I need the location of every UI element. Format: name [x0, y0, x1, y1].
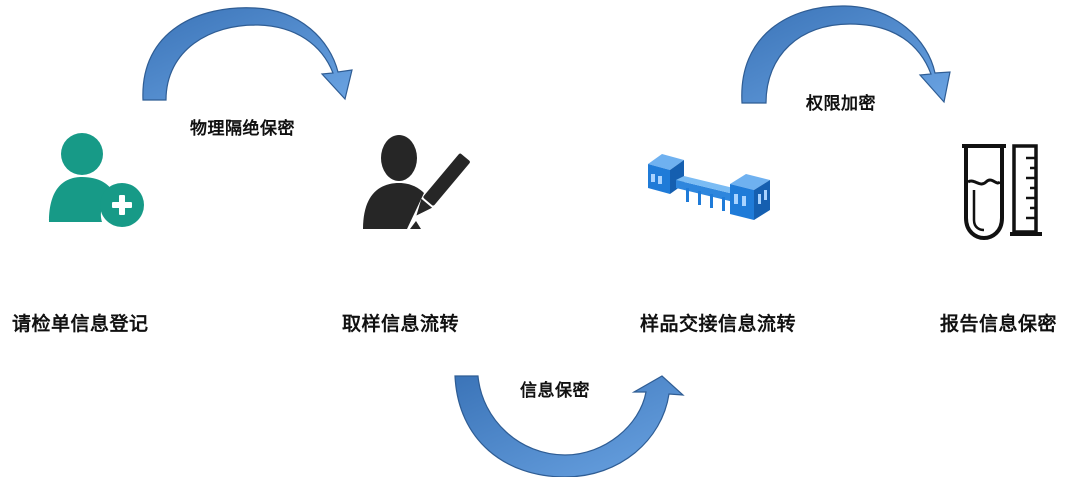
user-add-icon: [49, 133, 144, 227]
step-label-sampling-flow: 取样信息流转: [342, 313, 460, 335]
step-label-report-confidential: 报告信息保密: [940, 313, 1058, 335]
arrow-label-permission-encryption: 权限加密: [806, 94, 876, 114]
user-edit-icon: [363, 135, 470, 229]
arrow-label-physical-isolation: 物理隔绝保密: [190, 119, 295, 139]
conveyor-network-icon: [648, 154, 770, 220]
test-tube-icon: [962, 144, 1042, 241]
arrow-label-information-security: 信息保密: [520, 381, 590, 401]
step-label-sample-handover-flow: 样品交接信息流转: [640, 313, 797, 335]
step-label-inspection-registration: 请检单信息登记: [12, 313, 149, 335]
